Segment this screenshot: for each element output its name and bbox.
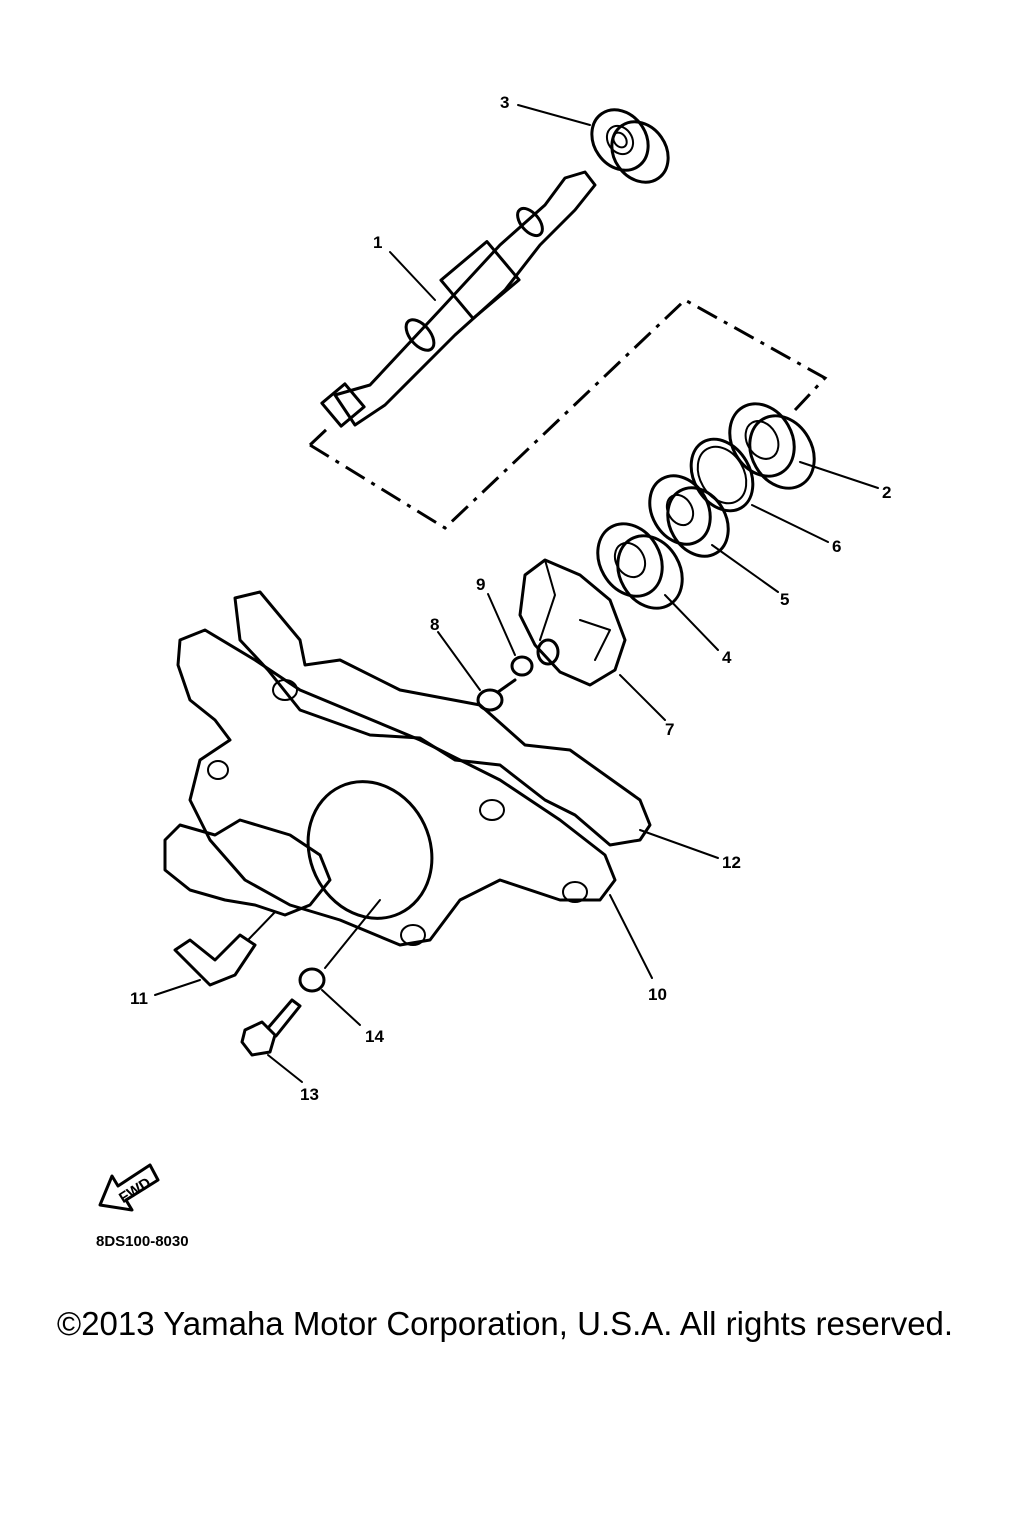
part-9-washer	[510, 655, 534, 677]
part-3-bearing	[590, 108, 670, 184]
part-4-mechanical-seal	[596, 522, 684, 610]
part-8-screw	[476, 678, 517, 712]
label-part-6: 6	[832, 537, 841, 556]
label-part-11: 11	[130, 989, 148, 1008]
part-13-bolt	[240, 998, 302, 1057]
fwd-label: FWD	[116, 1174, 154, 1207]
diagram-code: 8DS100-8030	[96, 1233, 189, 1250]
part-1-shaft	[320, 170, 597, 428]
label-part-10: 10	[648, 985, 667, 1004]
label-part-5: 5	[780, 590, 789, 609]
grouping-bracket	[309, 298, 828, 530]
label-part-4: 4	[722, 648, 732, 667]
parts-diagram: 3 1 2 6 5 4 7 8 9 12 10 11 14 13 FWD 8DS…	[96, 93, 891, 1250]
part-12-gasket	[233, 590, 652, 847]
label-part-3: 3	[500, 93, 509, 112]
part-7-impeller	[518, 558, 627, 687]
label-part-13: 13	[300, 1085, 319, 1104]
part-5-seal	[648, 474, 730, 558]
label-part-2: 2	[882, 483, 891, 502]
part-10-pump-housing	[163, 628, 617, 947]
label-part-1: 1	[373, 233, 382, 252]
leader-lines	[154, 104, 879, 1083]
label-part-9: 9	[476, 575, 485, 594]
part-2-bearing	[728, 402, 816, 490]
label-part-14: 14	[365, 1027, 384, 1046]
label-part-12: 12	[722, 853, 741, 872]
label-part-8: 8	[430, 615, 439, 634]
part-14-washer	[298, 967, 326, 993]
copyright-notice: ©2013 Yamaha Motor Corporation, U.S.A. A…	[56, 1305, 954, 1342]
label-part-7: 7	[665, 720, 674, 739]
fwd-arrow-icon: FWD	[98, 1163, 160, 1212]
part-11-fitting	[173, 933, 257, 987]
